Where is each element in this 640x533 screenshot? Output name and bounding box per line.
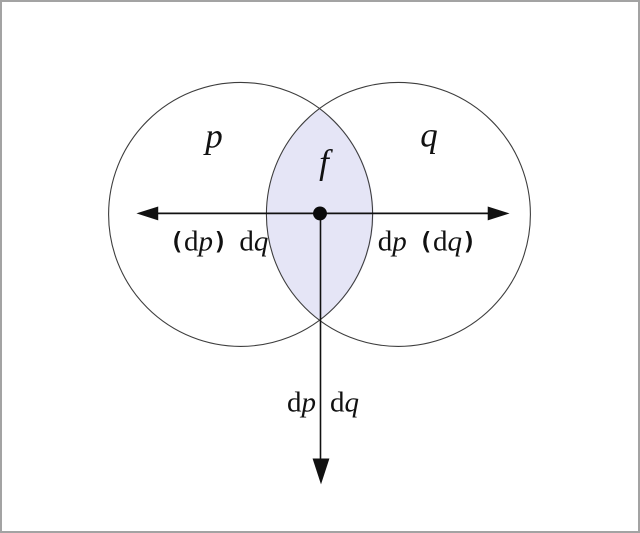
circle-q-label: q <box>420 115 438 155</box>
below-formula-dq-group: d q <box>330 386 360 419</box>
left-region-formula: ( d p ) d q <box>169 225 269 258</box>
close-paren: ) <box>213 227 228 256</box>
open-paren: ( <box>418 227 433 256</box>
right-arrowhead-icon <box>487 206 510 221</box>
differential-d: d <box>433 225 448 258</box>
intersection-label: f <box>319 142 329 182</box>
center-point-dot <box>313 206 327 221</box>
variable-q: q <box>344 386 360 419</box>
below-formula-dp-group: d p <box>287 386 317 419</box>
differential-d: d <box>287 386 302 419</box>
variable-p: p <box>392 225 407 258</box>
differential-d: d <box>184 225 199 258</box>
differential-d: d <box>377 225 393 258</box>
below-formula: d p d q <box>287 386 360 419</box>
left-formula-dq-group: d q <box>239 225 269 258</box>
right-region-formula: d p ( d q ) <box>377 225 477 258</box>
down-arrowhead-icon <box>312 458 330 485</box>
differential-d: d <box>239 225 254 258</box>
variable-p: p <box>198 225 214 258</box>
right-formula-paren-group: ( d q ) <box>418 225 477 258</box>
circle-q <box>265 81 531 347</box>
close-paren: ) <box>462 227 477 256</box>
left-arrowhead-icon <box>136 206 159 221</box>
left-formula-paren-group: ( d p ) <box>169 225 228 258</box>
variable-q: q <box>253 225 269 258</box>
variable-q: q <box>447 225 463 258</box>
differential-d: d <box>330 386 345 419</box>
right-formula-dp-group: d p <box>377 225 407 258</box>
variable-p: p <box>301 386 317 419</box>
circle-p <box>108 81 374 347</box>
open-paren: ( <box>169 227 184 256</box>
circle-p-label: p <box>205 116 223 156</box>
